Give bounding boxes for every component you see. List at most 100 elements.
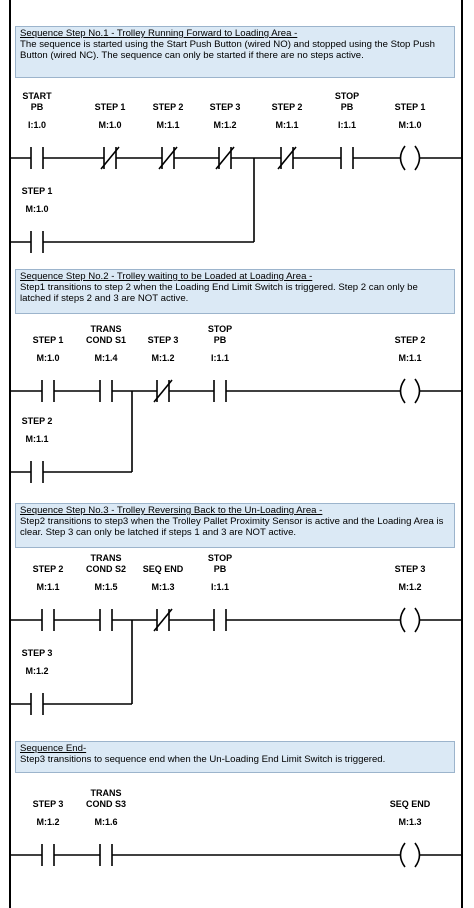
contact-address: I:1.1: [338, 120, 356, 130]
branch-contact-address: M:1.1: [25, 434, 48, 444]
contact-label: COND S1: [86, 335, 126, 345]
latch-contact-M-1-0: [30, 231, 44, 253]
coil-left-arc: [399, 145, 406, 171]
branch-contact-label: STEP 1: [22, 186, 53, 196]
contact-label: START: [22, 91, 52, 101]
contact-label: STOP: [208, 324, 232, 334]
no-contact-I-1-1: [213, 380, 227, 402]
no-contact-M-1-1: [41, 609, 55, 631]
contact-label: STEP 1: [95, 102, 126, 112]
coil-right-arc: [414, 145, 421, 171]
no-contact-M-1-6: [99, 844, 113, 866]
contact-label: COND S2: [86, 564, 126, 574]
output-coil-M-1-2: [399, 607, 421, 633]
contact-label: STEP 2: [33, 564, 64, 574]
contact-address: M:1.2: [213, 120, 236, 130]
seq-end-note: Sequence End- Step3 transitions to seque…: [15, 741, 455, 773]
step3-note-title: Sequence Step No.3 - Trolley Reversing B…: [20, 505, 323, 516]
step2-note: Sequence Step No.2 - Trolley waiting to …: [15, 269, 455, 314]
contact-address: I:1.1: [211, 353, 229, 363]
contact-address: M:1.2: [151, 353, 174, 363]
step2-note-body: Step1 transitions to step 2 when the Loa…: [20, 282, 418, 304]
step3-note: Sequence Step No.3 - Trolley Reversing B…: [15, 503, 455, 548]
contact-address: I:1.0: [28, 120, 46, 130]
seq-end-note-title: Sequence End-: [20, 743, 87, 754]
latch-branch: M:1.1 STEP 2: [10, 391, 133, 483]
coil-label: STEP 3: [395, 564, 426, 574]
contact-nc-slash: [158, 146, 178, 170]
contact-address: M:1.0: [98, 120, 121, 130]
coil-address: M:1.1: [398, 353, 421, 363]
output-coil-M-1-3: [399, 842, 421, 868]
coil-label: STEP 1: [395, 102, 426, 112]
step3-note-body: Step2 transitions to step3 when the Trol…: [20, 516, 444, 538]
branch-contact-address: M:1.2: [25, 666, 48, 676]
coil-right-arc: [414, 607, 421, 633]
step1-note-body: The sequence is started using the Start …: [20, 39, 435, 61]
contact-address: M:1.6: [94, 817, 117, 827]
no-contact-M-1-0: [41, 380, 55, 402]
contact-label: TRANS: [91, 788, 122, 798]
latch-branch: M:1.2 STEP 3: [10, 620, 133, 715]
contact-nc-slash: [153, 379, 173, 403]
contact-address: M:1.1: [156, 120, 179, 130]
seq-end-note-body: Step3 transitions to sequence end when t…: [20, 754, 386, 765]
contact-address: M:1.1: [36, 582, 59, 592]
contact-label: STEP 3: [210, 102, 241, 112]
contact-label: PB: [214, 335, 227, 345]
branch-contact-address: M:1.0: [25, 204, 48, 214]
branch-contact-label: STEP 3: [22, 648, 53, 658]
coil-left-arc: [399, 607, 406, 633]
contact-label: PB: [214, 564, 227, 574]
output-coil-M-1-0: [399, 145, 421, 171]
no-contact-M-1-5: [99, 609, 113, 631]
contact-address: M:1.2: [36, 817, 59, 827]
contact-nc-slash: [215, 146, 235, 170]
contact-label: TRANS: [91, 324, 122, 334]
contact-address: M:1.0: [36, 353, 59, 363]
contact-nc-slash: [100, 146, 120, 170]
contact-label: COND S3: [86, 799, 126, 809]
no-contact-I-1-0: [30, 147, 44, 169]
contact-label: STOP: [208, 553, 232, 563]
coil-label: STEP 2: [395, 335, 426, 345]
contact-label: STEP 3: [33, 799, 64, 809]
contact-address: M:1.4: [94, 353, 117, 363]
contact-label: STEP 2: [272, 102, 303, 112]
coil-left-arc: [399, 378, 406, 404]
no-contact-M-1-4: [99, 380, 113, 402]
contact-nc-slash: [277, 146, 297, 170]
coil-label: SEQ END: [390, 799, 431, 809]
contact-label: SEQ END: [143, 564, 184, 574]
contact-label: STEP 2: [153, 102, 184, 112]
contact-address: M:1.3: [151, 582, 174, 592]
contact-nc-slash: [153, 608, 173, 632]
step2-note-title: Sequence Step No.2 - Trolley waiting to …: [20, 271, 313, 282]
coil-address: M:1.3: [398, 817, 421, 827]
contact-label: PB: [341, 102, 354, 112]
branch-contact-label: STEP 2: [22, 416, 53, 426]
output-coil-M-1-1: [399, 378, 421, 404]
step1-note-title: Sequence Step No.1 - Trolley Running For…: [20, 28, 298, 39]
contact-label: TRANS: [91, 553, 122, 563]
contact-address: M:1.5: [94, 582, 117, 592]
coil-address: M:1.0: [398, 120, 421, 130]
contact-address: M:1.1: [275, 120, 298, 130]
coil-right-arc: [414, 378, 421, 404]
contact-label: STEP 1: [33, 335, 64, 345]
coil-left-arc: [399, 842, 406, 868]
latch-contact-M-1-1: [30, 461, 44, 483]
step1-note: Sequence Step No.1 - Trolley Running For…: [15, 26, 455, 78]
no-contact-M-1-2: [41, 844, 55, 866]
contact-label: PB: [31, 102, 44, 112]
no-contact-I-1-1: [340, 147, 354, 169]
contact-label: STEP 3: [148, 335, 179, 345]
contact-address: I:1.1: [211, 582, 229, 592]
latch-contact-M-1-2: [30, 693, 44, 715]
contact-label: STOP: [335, 91, 359, 101]
latch-branch: M:1.0 STEP 1: [10, 158, 255, 253]
